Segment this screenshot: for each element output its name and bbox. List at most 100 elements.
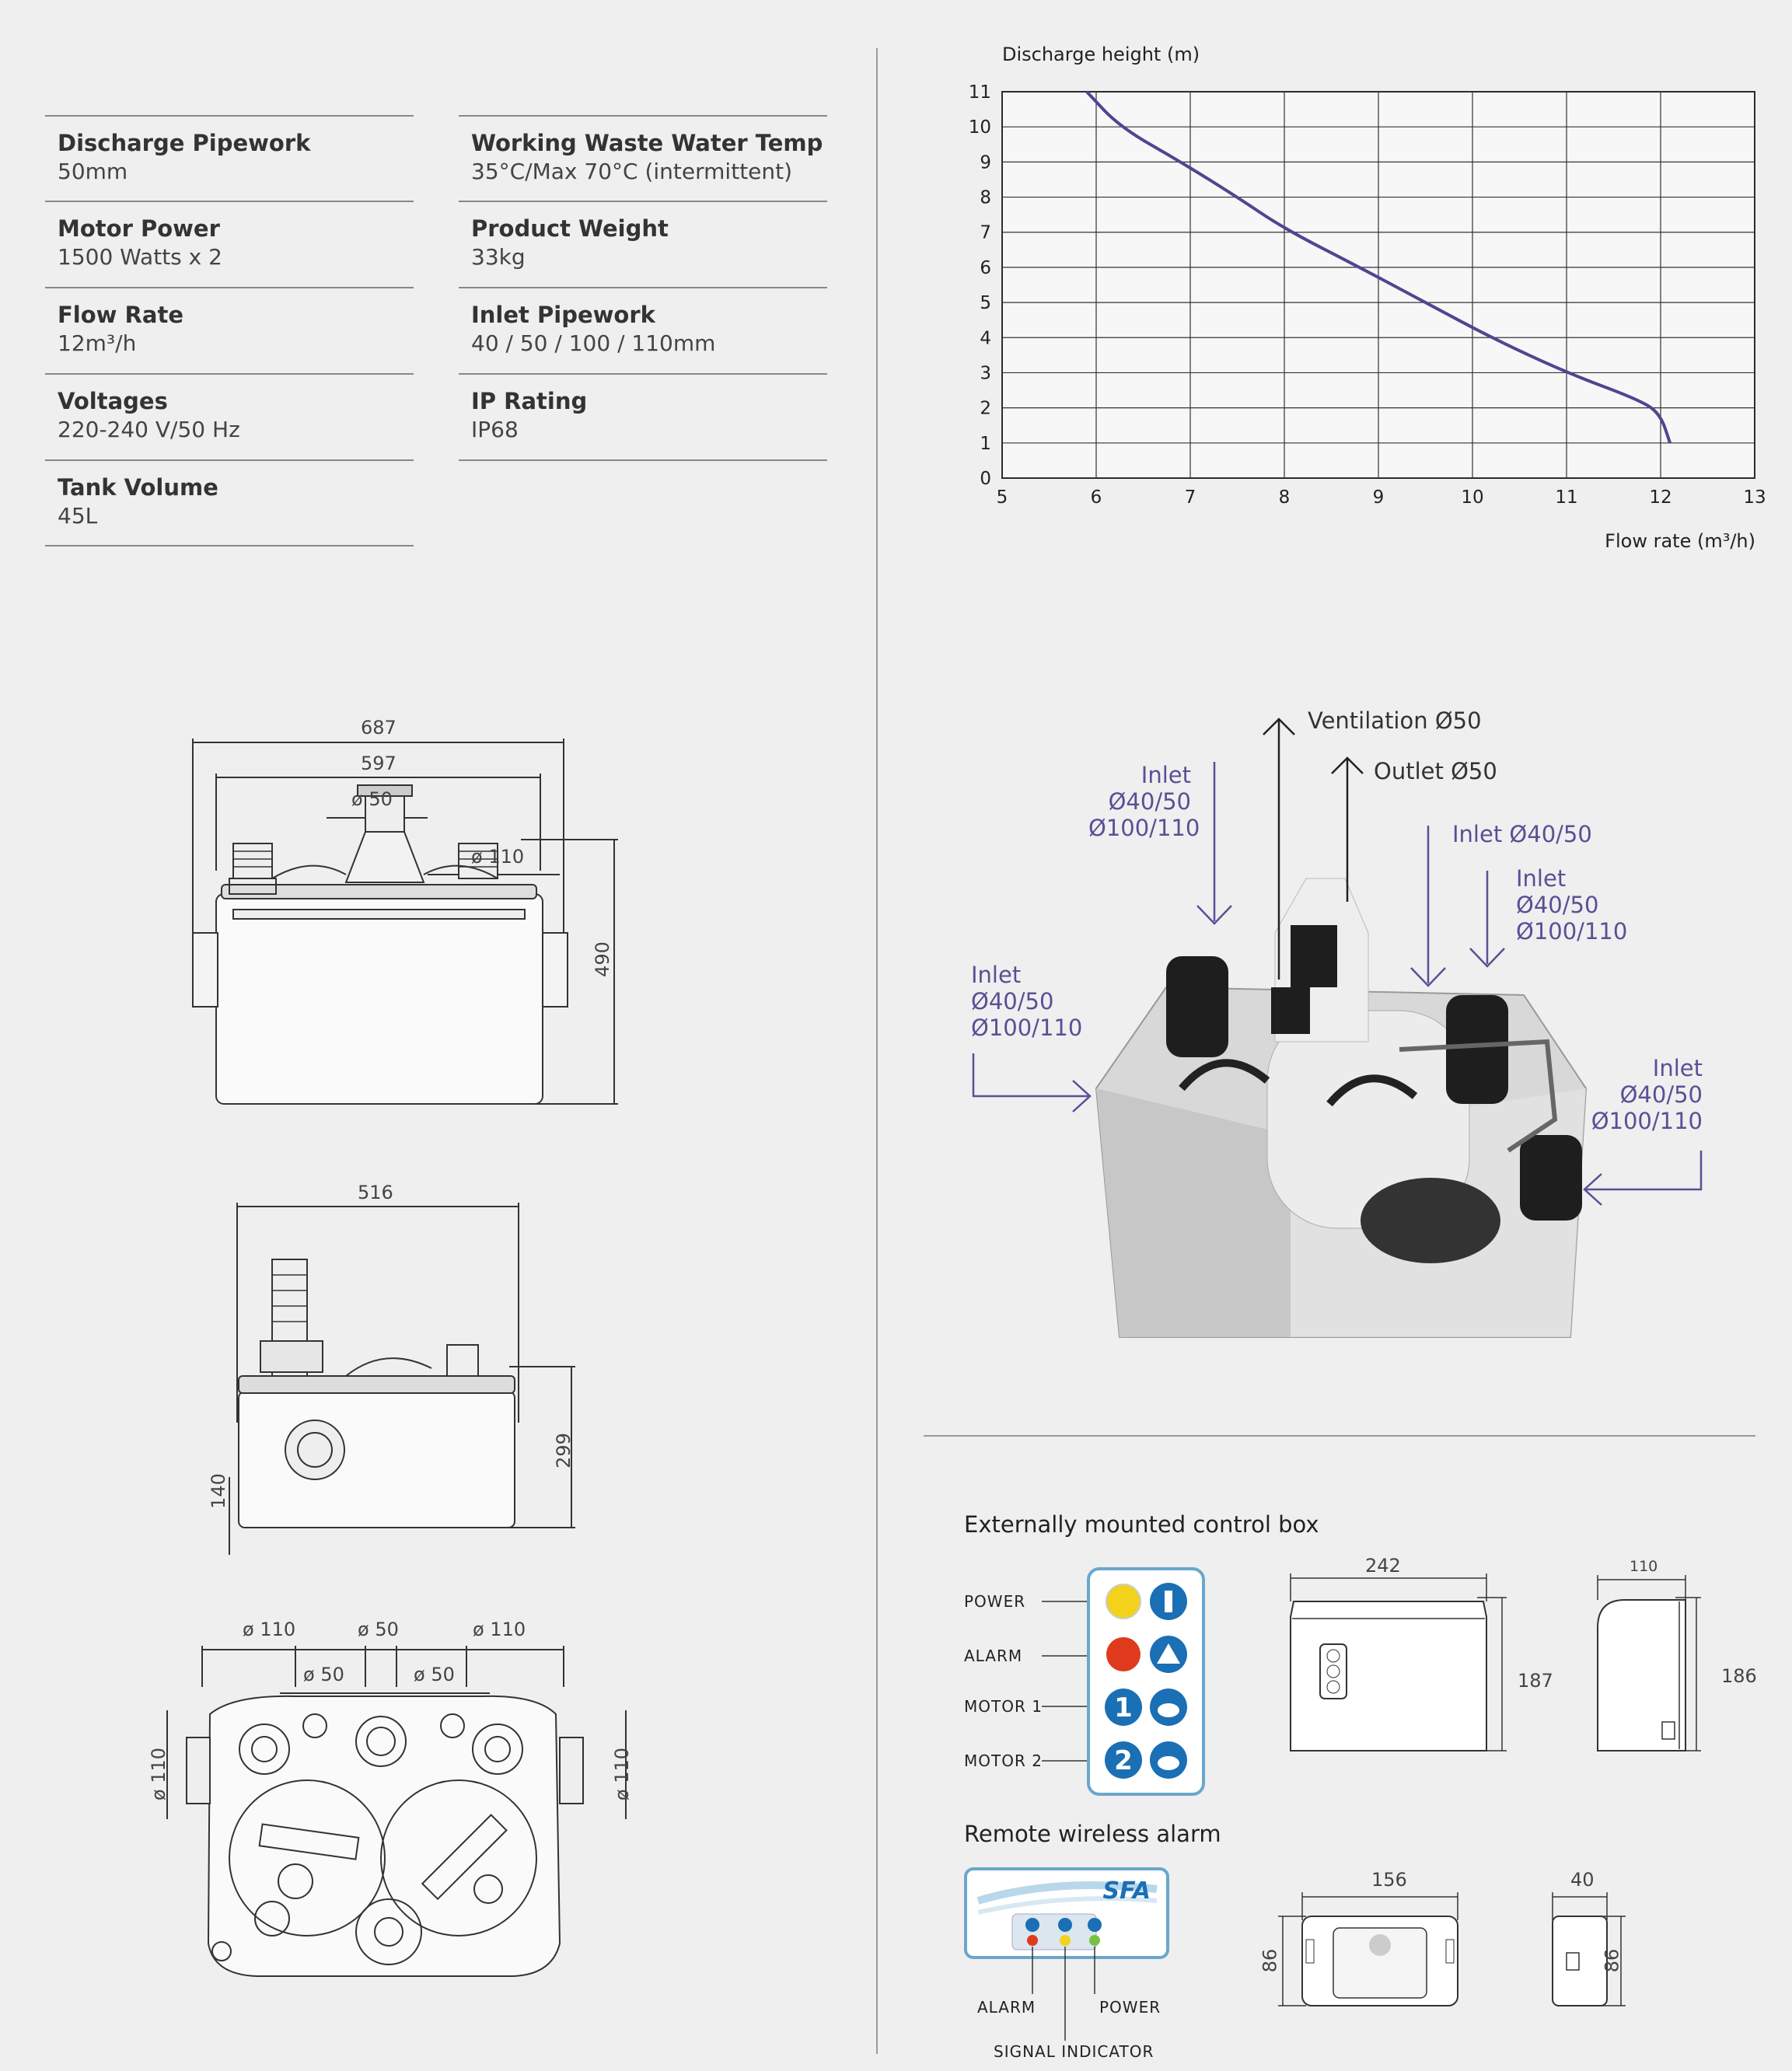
chart-ytick-label: 2 xyxy=(980,399,991,419)
callout-inlet-right-upper: Inlet Ø40/50 Ø100/110 xyxy=(1516,865,1627,945)
alarm-label-alarm: ALARM xyxy=(977,1998,1036,2017)
spec-rule xyxy=(45,545,414,547)
control-label-motor1: MOTOR 1 xyxy=(964,1697,1043,1716)
dim-top-d110-left: ø 110 xyxy=(243,1619,296,1640)
dim-top-d110-right: ø 110 xyxy=(473,1619,526,1640)
chart-ytick-label: 8 xyxy=(980,188,991,208)
alarm-dim-86: 86 xyxy=(1259,1948,1281,1973)
chart-xlabel: Flow rate (m³/h) xyxy=(1605,530,1755,552)
callout-inlet-left: Inlet Ø40/50 Ø100/110 xyxy=(971,962,1082,1041)
performance-chart: Discharge height (m) Flow rate (m³/h) 5 6… xyxy=(969,44,1766,552)
callout-inlet-top-left: Inlet Ø40/50 Ø100/110 xyxy=(1088,762,1200,841)
callout-line: Ø100/110 xyxy=(1088,815,1200,841)
chart-ytick-label: 11 xyxy=(969,82,991,103)
dim-top-d50-center: ø 50 xyxy=(358,1619,399,1640)
callout-inlet-top-right: Inlet Ø40/50 xyxy=(1452,821,1592,847)
alarm-side-dim-40: 40 xyxy=(1570,1869,1595,1891)
control-label-alarm: ALARM xyxy=(964,1647,1023,1665)
spec-value: 40 / 50 / 100 / 110mm xyxy=(471,330,716,356)
dim-top-d50-left: ø 50 xyxy=(303,1664,344,1685)
chart-ytick-label: 0 xyxy=(980,469,991,489)
spec-label: Product Weight xyxy=(471,215,669,242)
control-side-dim-110: 110 xyxy=(1630,1558,1658,1575)
callout-line: Ø100/110 xyxy=(1591,1108,1703,1134)
callout-line: Ø100/110 xyxy=(1516,918,1628,945)
chart-xtick-label: 7 xyxy=(1185,487,1196,508)
callout-line: Inlet xyxy=(971,962,1022,988)
spec-row: IP Rating IP68 xyxy=(459,373,827,459)
spec-row: Discharge Pipework 50mm xyxy=(45,115,414,201)
control-box-title: Externally mounted control box xyxy=(964,1511,1319,1538)
callout-outlet: Outlet Ø50 xyxy=(1374,758,1497,784)
horizontal-divider xyxy=(924,1435,1755,1437)
front-view-drawing xyxy=(192,739,618,1105)
chart-xtick-label: 8 xyxy=(1279,487,1291,508)
spec-label: IP Rating xyxy=(471,388,588,414)
chart-xtick-label: 6 xyxy=(1091,487,1102,508)
chart-ytick-label: 6 xyxy=(980,258,991,278)
control-label-motor2: MOTOR 2 xyxy=(964,1751,1043,1770)
dim-597: 597 xyxy=(361,753,396,774)
spec-rule xyxy=(459,459,827,461)
dim-140: 140 xyxy=(207,1473,229,1509)
chart-xtick-label: 5 xyxy=(997,487,1008,508)
callout-line: Ø40/50 xyxy=(1516,892,1599,918)
dim-299: 299 xyxy=(552,1433,575,1469)
chart-xtick-label: 10 xyxy=(1461,487,1483,508)
spec-row: Voltages 220-240 V/50 Hz xyxy=(45,373,414,459)
dim-516: 516 xyxy=(358,1182,393,1203)
control-box-front-drawing xyxy=(1290,1573,1507,1751)
alarm-dim-156: 156 xyxy=(1371,1869,1407,1891)
spec-value: 220-240 V/50 Hz xyxy=(58,417,240,442)
spec-row: Product Weight 33kg xyxy=(459,201,827,286)
spec-label: Discharge Pipework xyxy=(58,130,311,156)
spec-value: 12m³/h xyxy=(58,330,137,356)
chart-ylabel: Discharge height (m) xyxy=(1002,44,1200,65)
chart-ytick-label: 3 xyxy=(980,363,991,383)
alarm-label-power: POWER xyxy=(1099,1998,1161,2017)
dim-top-d50-right: ø 50 xyxy=(414,1664,455,1685)
vertical-divider xyxy=(876,48,878,2054)
callout-line: Ø40/50 xyxy=(1619,1081,1703,1108)
spec-value: 50mm xyxy=(58,159,128,184)
dim-490: 490 xyxy=(591,941,613,977)
callout-inlet-right: Inlet Ø40/50 Ø100/110 xyxy=(1586,1055,1703,1134)
alarm-label-signal: SIGNAL INDICATOR xyxy=(994,2042,1154,2061)
spec-label: Voltages xyxy=(58,388,168,414)
chart-xtick-label: 9 xyxy=(1373,487,1385,508)
spec-value: 33kg xyxy=(471,244,526,270)
chart-ytick-label: 7 xyxy=(980,223,991,243)
spec-row: Tank Volume 45L xyxy=(45,459,414,545)
spec-row: Motor Power 1500 Watts x 2 xyxy=(45,201,414,286)
callout-ventilation: Ventilation Ø50 xyxy=(1308,707,1482,734)
product-illustration xyxy=(972,718,1703,1338)
dim-top-left-d110: ø 110 xyxy=(148,1747,170,1801)
spec-label: Inlet Pipework xyxy=(471,302,655,328)
alarm-unit-illustration: SFA xyxy=(964,1867,1169,2041)
top-view-drawing xyxy=(166,1646,627,1977)
alarm-title: Remote wireless alarm xyxy=(964,1821,1221,1847)
alarm-front-drawing xyxy=(1278,1892,1458,2006)
spec-label: Working Waste Water Temp xyxy=(471,130,823,156)
motor2-number: 2 xyxy=(1114,1745,1133,1776)
control-panel-illustration: 1 2 xyxy=(1042,1567,1205,1796)
chart-series-line xyxy=(1085,90,1671,444)
spec-value: 1500 Watts x 2 xyxy=(58,244,222,270)
spec-row: Inlet Pipework 40 / 50 / 100 / 110mm xyxy=(459,287,827,372)
control-dim-242: 242 xyxy=(1365,1555,1401,1577)
alarm-side-drawing xyxy=(1552,1892,1626,2006)
chart-ytick-label: 1 xyxy=(980,434,991,454)
chart-ytick-label: 10 xyxy=(969,117,991,138)
chart-ytick-label: 5 xyxy=(980,293,991,313)
callout-line: Inlet xyxy=(1141,762,1191,788)
side-view-drawing xyxy=(229,1203,575,1555)
chart-xtick-label: 13 xyxy=(1743,487,1766,508)
spec-row: Working Waste Water Temp 35°C/Max 70°C (… xyxy=(459,115,827,201)
chart-xtick-label: 11 xyxy=(1555,487,1577,508)
callout-line: Ø40/50 xyxy=(971,988,1054,1015)
control-dim-187: 187 xyxy=(1518,1670,1553,1692)
motor1-number: 1 xyxy=(1114,1692,1133,1724)
chart-ytick-label: 9 xyxy=(980,152,991,173)
spec-value: IP68 xyxy=(471,417,519,442)
callout-line: Inlet xyxy=(1652,1055,1703,1081)
